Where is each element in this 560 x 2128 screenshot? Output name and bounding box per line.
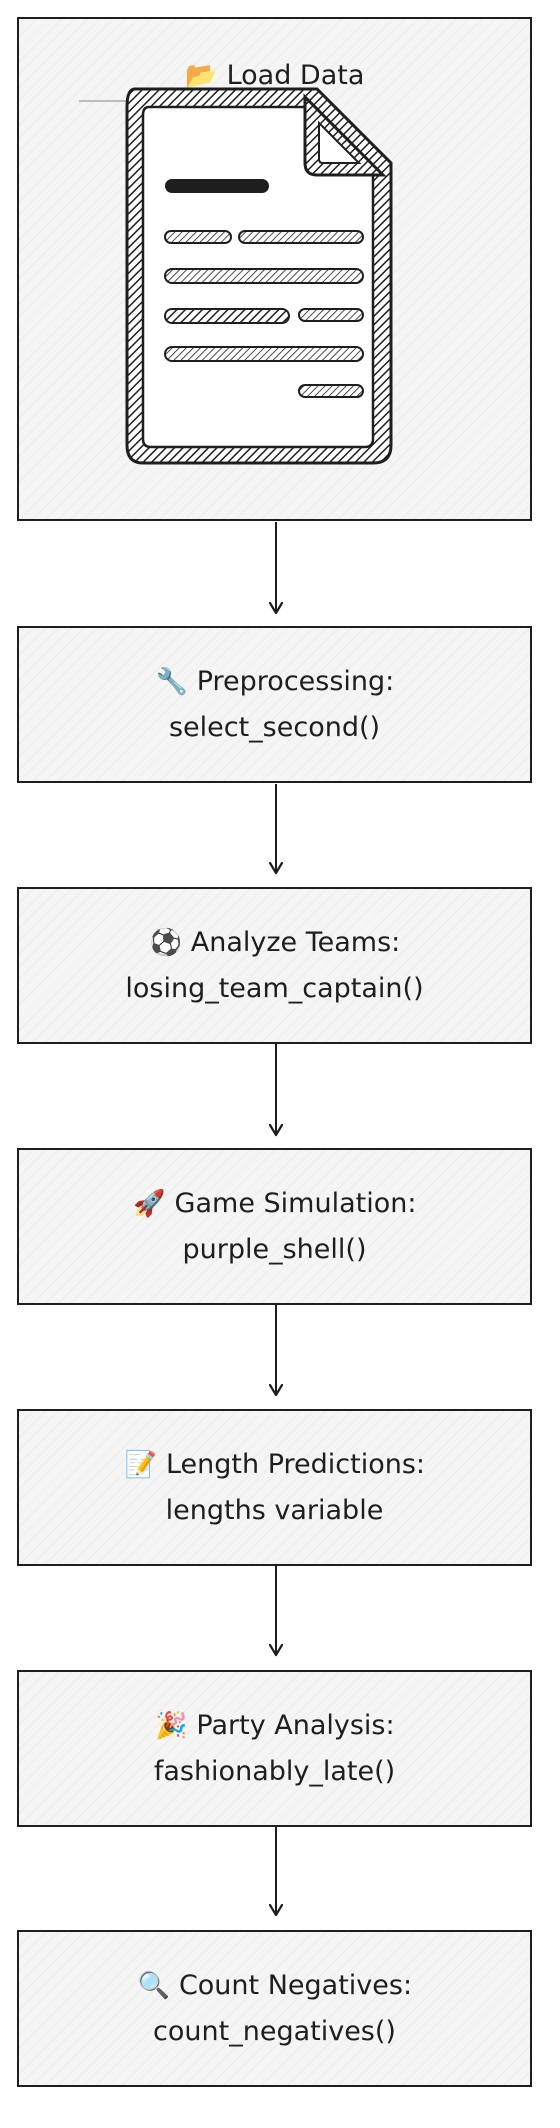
document-icon [125,87,393,465]
party-analysis-title: Party Analysis: [196,1709,395,1741]
count-negatives-title-row: 🔍Count Negatives: [137,1963,412,2009]
magnifier-icon: 🔍 [137,1970,171,2001]
length-predictions-variable: lengths variable [165,1494,384,1526]
load-data-title-row: 📂 Load Data [19,53,530,99]
decorative-dash [79,100,127,102]
count-negatives-function: count_negatives() [153,2015,396,2047]
analyze-teams-title: Analyze Teams: [190,926,401,958]
load-data-node[interactable]: 📂 Load Data [17,17,532,521]
analyze-teams-node[interactable]: ⚽ Analyze Teams: losing_team_captain() [17,887,532,1044]
folder-icon: 📂 [185,61,218,91]
count-negatives-title: Count Negatives: [178,1969,413,2001]
wrench-icon: 🔧 [155,666,188,697]
load-data-title: Load Data [226,60,365,91]
game-simulation-function: purple_shell() [182,1233,367,1265]
party-analysis-title-row: 🎉 Party Analysis: [154,1703,394,1749]
preprocessing-node[interactable]: 🔧 Preprocessing: select_second() [17,626,532,783]
count-negatives-node[interactable]: 🔍Count Negatives: count_negatives() [17,1930,532,2087]
preprocessing-function: select_second() [168,711,381,743]
preprocessing-title: Preprocessing: [196,665,395,697]
analyze-teams-function: losing_team_captain() [125,972,424,1004]
rocket-icon: 🚀 [133,1188,166,1219]
memo-icon: 📝 [124,1449,158,1480]
game-simulation-node[interactable]: 🚀 Game Simulation: purple_shell() [17,1148,532,1305]
preprocessing-title-row: 🔧 Preprocessing: [155,659,395,705]
party-analysis-node[interactable]: 🎉 Party Analysis: fashionably_late() [17,1670,532,1827]
party-popper-icon: 🎉 [155,1710,188,1741]
length-predictions-node[interactable]: 📝Length Predictions: lengths variable [17,1409,532,1566]
length-predictions-title: Length Predictions: [165,1448,425,1480]
length-predictions-title-row: 📝Length Predictions: [124,1442,425,1488]
game-simulation-title-row: 🚀 Game Simulation: [133,1181,417,1227]
analyze-teams-title-row: ⚽ Analyze Teams: [149,920,401,966]
party-analysis-function: fashionably_late() [153,1755,396,1787]
soccer-ball-icon: ⚽ [149,927,182,958]
game-simulation-title: Game Simulation: [174,1187,417,1219]
